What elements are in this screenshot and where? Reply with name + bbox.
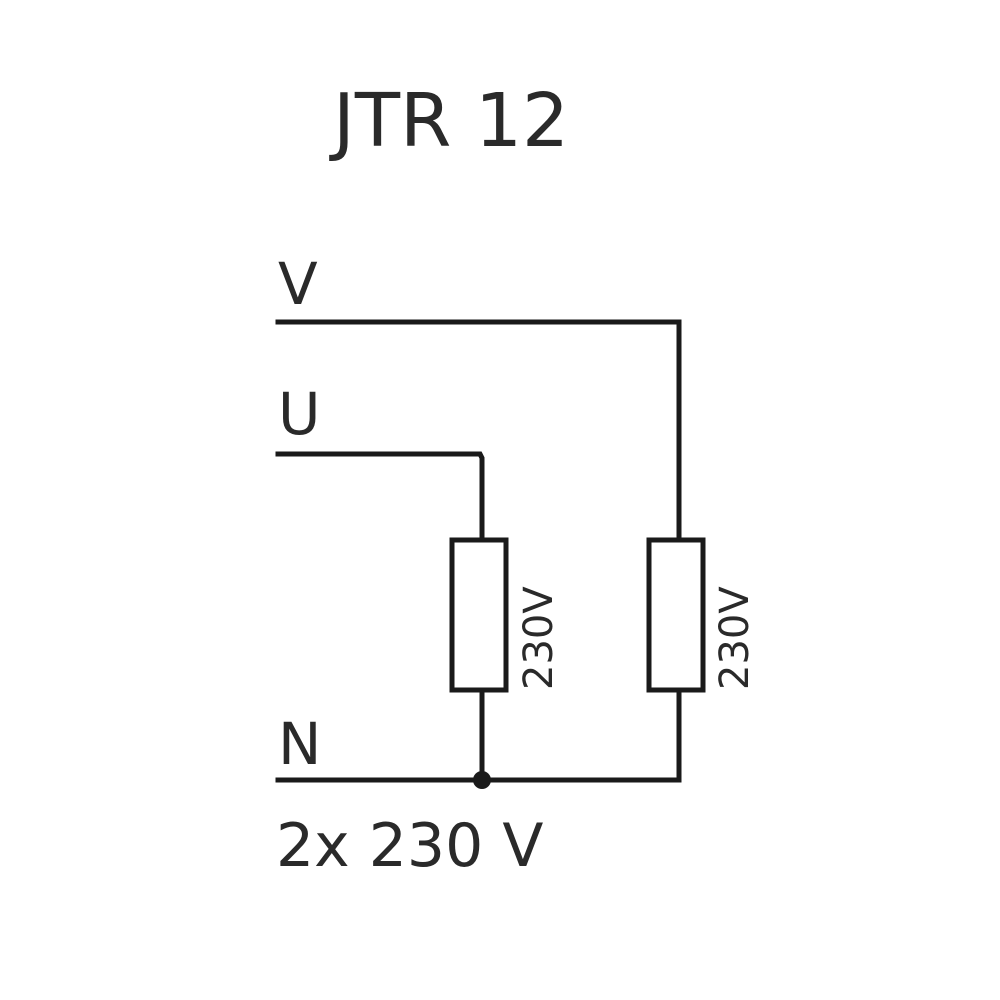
junction-dot [473,771,491,789]
supply-label: 2x 230 V [276,811,543,881]
terminal-label-n: N [278,710,321,778]
terminal-label-u: U [278,380,320,448]
resistor-2 [646,537,706,693]
resistor-1-rating: 230V [516,586,562,690]
resistor-2-rating: 230V [712,586,758,690]
wire-u [275,451,485,543]
terminal-label-v: V [278,250,318,318]
diagram-title: JTR 12 [329,78,569,164]
wire-v [275,319,682,543]
resistor-1 [449,537,509,693]
